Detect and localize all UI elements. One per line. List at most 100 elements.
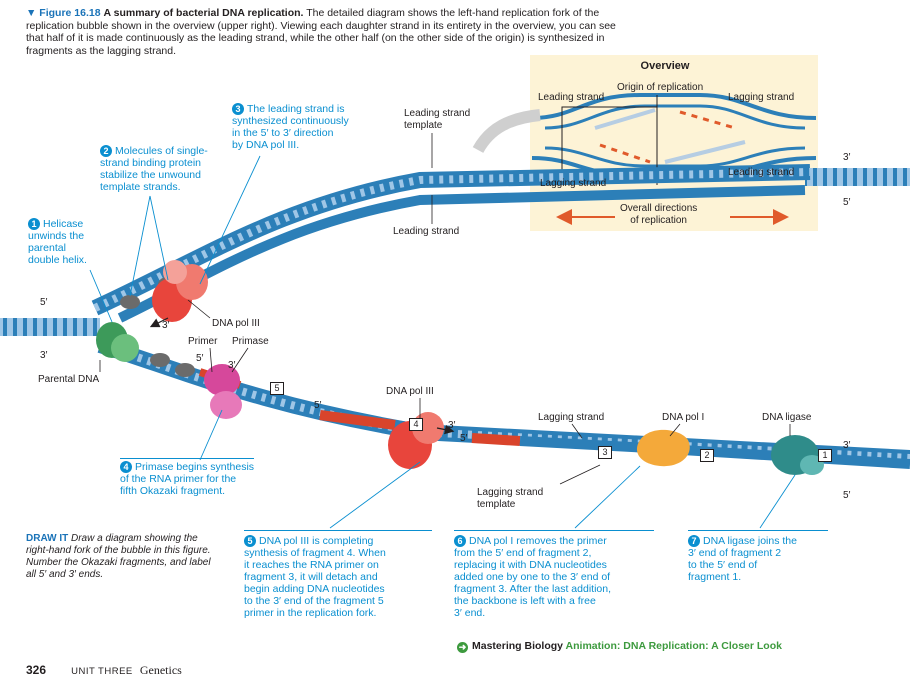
fragment-number-5: 5 <box>270 382 284 395</box>
single-strand-binding-proteins <box>120 277 195 377</box>
leader-step2b <box>149 195 169 281</box>
fragment-number-4: 4 <box>409 418 423 431</box>
step-4-number: 4 <box>120 461 132 473</box>
dna-pol-i-label: DNA pol I <box>662 412 705 423</box>
leader-lagging-template <box>559 464 601 485</box>
leader-step6 <box>574 465 641 529</box>
overview-lagging-right <box>679 110 736 130</box>
three-prime-right-bottom: 3′ <box>843 440 851 451</box>
helicase <box>96 322 139 362</box>
parental-dna-left <box>0 318 100 336</box>
step-4-text: Primase begins synthesis of the RNA prim… <box>120 461 255 497</box>
leader-lagging-strand <box>571 423 583 439</box>
five-prime-primer: 5′ <box>196 353 204 364</box>
mastering-biology-link[interactable]: ➜ Mastering Biology Animation: DNA Replic… <box>457 640 782 653</box>
fragment3-dna <box>519 436 651 453</box>
fragment4-direction-arrow <box>436 424 455 435</box>
page-number: 326 <box>26 663 47 677</box>
caption-text: The detailed diagram shows the left-hand… <box>26 7 616 57</box>
parental-dna-label: Parental DNA <box>38 374 100 385</box>
leader-dna-pol-i <box>669 423 681 437</box>
step-5-number: 5 <box>244 535 256 547</box>
leader-step2a <box>129 195 151 297</box>
arrow-circle-icon: ➜ <box>457 642 468 653</box>
five-prime-frag4: 5′ <box>314 400 322 411</box>
mastering-animation[interactable]: Animation: DNA Replication: A Closer Loo… <box>565 640 782 652</box>
step-7-text: DNA ligase joins the 3′ end of fragment … <box>688 535 797 583</box>
primase-label: Primase <box>232 336 269 347</box>
overview-lagging-left <box>599 143 651 164</box>
draw-it-box: DRAW IT Draw a diagram showing the right… <box>26 533 221 581</box>
step-5-text: DNA pol III is completing synthesis of f… <box>244 535 386 619</box>
step-2-text: Molecules of single- strand binding prot… <box>100 145 208 193</box>
leading-direction-arrow <box>149 317 169 328</box>
overview-leading-arrow-right <box>664 140 746 164</box>
page-footer: 326 UNIT THREE Genetics <box>26 663 182 678</box>
leader-step1 <box>89 269 113 323</box>
unit-label: UNIT THREE <box>71 666 133 677</box>
step-2-number: 2 <box>100 145 112 157</box>
dna-pol-iii-mid-label: DNA pol III <box>386 386 434 397</box>
leader-primer <box>209 347 213 373</box>
figure-caption: ▼ Figure 16.18 A summary of bacterial DN… <box>26 7 626 57</box>
five-prime-top-left: 5′ <box>40 297 48 308</box>
fragment-number-2: 2 <box>700 449 714 462</box>
step-1-text: Helicase unwinds the parental double hel… <box>28 218 87 266</box>
parental-helix-right <box>805 168 910 186</box>
leader-step7 <box>759 474 796 529</box>
step-3-number: 3 <box>232 103 244 115</box>
step-1-number: 1 <box>28 218 40 230</box>
overview-pointer-arrow <box>472 109 541 154</box>
three-prime-right-top: 3′ <box>843 152 851 163</box>
leading-template-label: Leading strand template <box>404 108 471 131</box>
figure-label: ▼ Figure 16.18 <box>26 7 101 19</box>
leader-step4 <box>199 409 223 461</box>
overview-box <box>530 55 818 231</box>
three-prime-mid-left: 3′ <box>40 350 48 361</box>
leader-step5 <box>329 461 421 529</box>
fragment-number-3: 3 <box>598 446 612 459</box>
leading-template-strand <box>91 164 811 316</box>
overview-lagging-left-label: Lagging strand <box>540 178 607 189</box>
five-prime-right-top: 5′ <box>843 197 851 208</box>
three-prime-after-helicase: 3′ <box>162 320 170 331</box>
lagging-strand-label: Lagging strand <box>538 412 605 423</box>
draw-it-text: Draw a diagram showing the right-hand fo… <box>26 533 211 580</box>
overview-directions-label: Overall directions of replication <box>620 203 698 226</box>
leading-strand-label: Leading strand <box>393 226 460 237</box>
fragment3-primer <box>471 433 521 446</box>
unit-title: Genetics <box>139 663 182 677</box>
overview-leading-right-label: Leading strand <box>728 167 795 178</box>
fragment-number-1: 1 <box>818 449 832 462</box>
dna-pol-i <box>636 429 690 467</box>
step-6-number: 6 <box>454 535 466 547</box>
primer-label: Primer <box>188 336 218 347</box>
dna-pol-iii-top-label: DNA pol III <box>212 318 260 329</box>
primase <box>204 364 242 419</box>
overview-lagging-right-label: Lagging strand <box>728 92 795 103</box>
step-7-number: 7 <box>688 535 700 547</box>
mastering-brand: Mastering Biology <box>472 640 564 652</box>
overview-top-strand <box>531 93 817 120</box>
figure-title: A summary of bacterial DNA replication. <box>103 7 304 19</box>
fragment4-primer <box>319 410 396 430</box>
dna-pol-iii-leading <box>152 260 208 322</box>
leader-primase <box>231 347 249 373</box>
five-prime-right-bottom: 5′ <box>843 490 851 501</box>
overview-title: Overview <box>640 60 690 72</box>
overview-leading-arrow-left <box>594 108 656 130</box>
five-prime-frag3: 5′ <box>460 433 468 444</box>
three-prime-frag4: 3′ <box>448 420 456 431</box>
leader-dna-pol-iii-top <box>187 299 211 319</box>
step-3-text: The leading strand is synthesized contin… <box>232 103 349 151</box>
three-prime-primer: 3′ <box>228 360 236 371</box>
leader-step3 <box>199 155 261 285</box>
